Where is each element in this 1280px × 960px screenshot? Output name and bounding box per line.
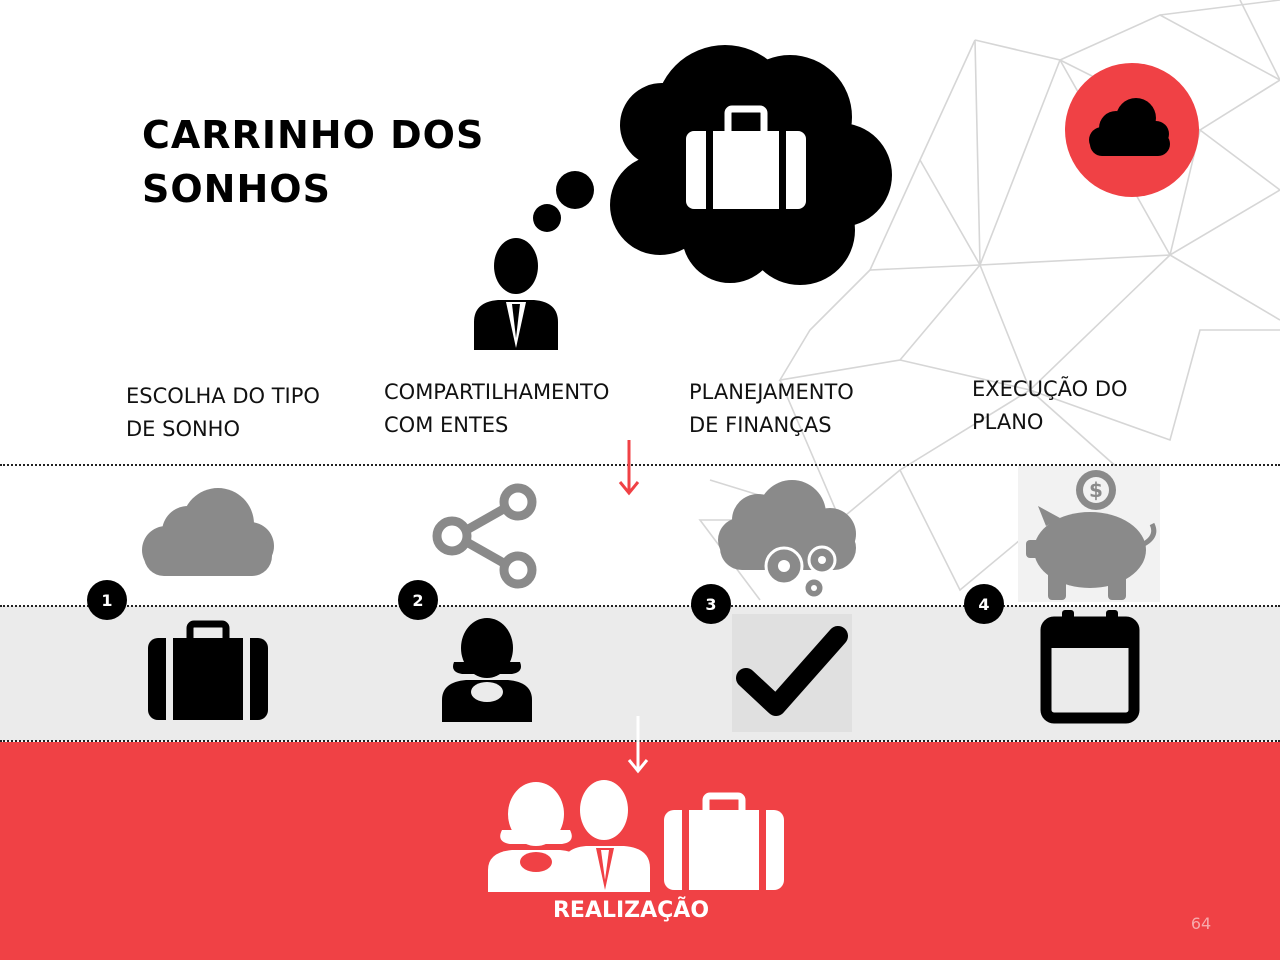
thought-cloud-icon <box>610 45 892 285</box>
businessman-icon <box>474 238 558 350</box>
arrow-down-white-icon <box>627 716 649 774</box>
cloud-gears-icon <box>718 480 856 600</box>
step-1-label: ESCOLHA DO TIPO DE SONHO <box>126 384 320 441</box>
cloud-badge-icon <box>1065 63 1199 197</box>
step-3-number-badge: 3 <box>691 584 731 624</box>
separator-middle <box>0 605 1280 607</box>
cloud-icon <box>142 488 274 576</box>
share-icon <box>432 483 537 589</box>
page-number: 64 <box>1190 914 1212 933</box>
woman-user-icon <box>442 618 532 722</box>
step-3-label: PLANEJAMENTO DE FINANÇAS <box>689 380 854 437</box>
piggy-bank-icon: $ <box>1018 466 1160 602</box>
separator-bottom <box>0 740 1280 742</box>
checkmark-icon <box>732 614 852 732</box>
step-1-number-badge: 1 <box>87 580 127 620</box>
briefcase-icon <box>686 105 806 209</box>
step-4-number-badge: 4 <box>964 584 1004 624</box>
thought-bubble-dot-large <box>556 171 594 209</box>
briefcase-white-icon <box>664 792 784 890</box>
briefcase-icon <box>148 620 268 720</box>
svg-text:$: $ <box>1089 478 1103 502</box>
step-2-label: COMPARTILHAMENTO COM ENTES <box>384 380 610 437</box>
step-2-number-badge: 2 <box>398 580 438 620</box>
result-label: REALIZAÇÃO <box>552 898 710 923</box>
arrow-down-icon <box>618 440 640 496</box>
thought-bubble-dot-small <box>533 204 561 232</box>
separator-top <box>0 464 1280 466</box>
calendar-icon <box>1040 610 1140 724</box>
couple-users-icon <box>488 780 650 892</box>
page-title: CARRINHO DOS SONHOS <box>142 113 485 211</box>
step-4-label: EXECUÇÃO DO PLANO <box>972 377 1128 434</box>
